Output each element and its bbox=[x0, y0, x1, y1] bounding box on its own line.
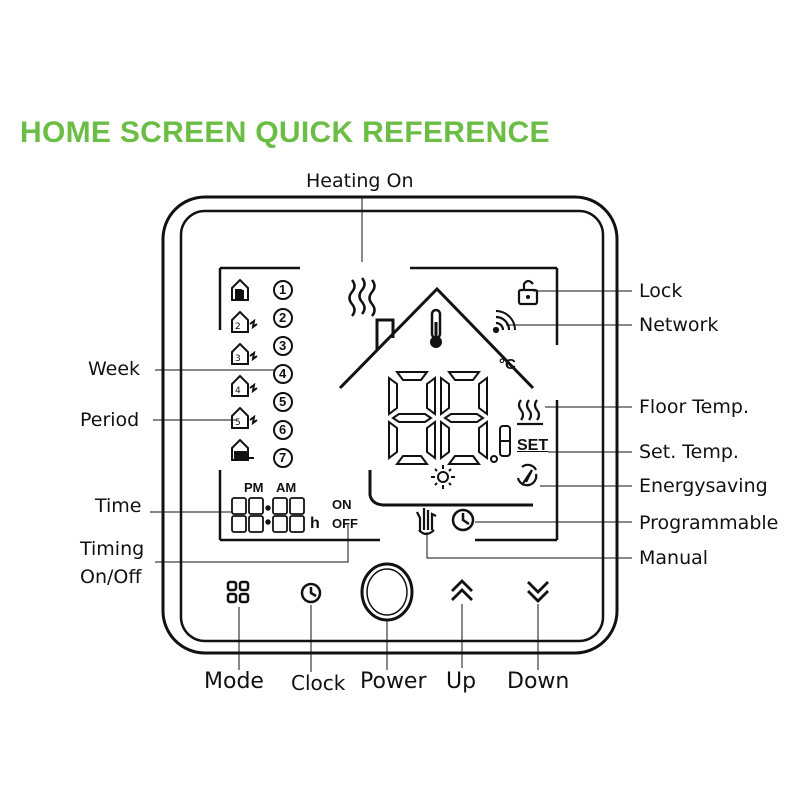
network-icon bbox=[492, 310, 516, 334]
period-number-6: 6 bbox=[279, 422, 287, 437]
svg-text:5: 5 bbox=[235, 418, 241, 428]
svg-text:4: 4 bbox=[235, 386, 241, 396]
label-timing-line2: On/Off bbox=[80, 566, 142, 588]
house-outline-icon bbox=[338, 286, 535, 507]
device-inner-frame bbox=[179, 209, 605, 643]
programmable-clock-icon bbox=[451, 508, 475, 532]
temperature-digits bbox=[388, 371, 511, 465]
label-floor-temp: Floor Temp. bbox=[639, 396, 749, 418]
label-network: Network bbox=[639, 314, 719, 336]
device-outer-frame bbox=[161, 195, 619, 655]
label-manual: Manual bbox=[639, 547, 709, 569]
time-digits bbox=[231, 497, 305, 533]
period-icons: 2 3 4 5 bbox=[231, 278, 258, 461]
period-number-4: 4 bbox=[279, 366, 287, 381]
period-number-1: 1 bbox=[279, 282, 287, 297]
period-number-5: 5 bbox=[279, 394, 287, 409]
down-button[interactable] bbox=[527, 581, 549, 603]
am-indicator: AM bbox=[276, 480, 297, 495]
label-energysaving: Energysaving bbox=[639, 475, 768, 497]
label-week: Week bbox=[88, 358, 141, 380]
up-button[interactable] bbox=[451, 579, 473, 601]
timing-off-indicator: OFF bbox=[332, 516, 358, 531]
thermometer-icon bbox=[430, 308, 442, 348]
label-up: Up bbox=[446, 669, 477, 694]
label-period: Period bbox=[80, 409, 140, 431]
svg-text:3: 3 bbox=[235, 354, 241, 364]
mode-button[interactable] bbox=[226, 580, 250, 604]
timing-on-indicator: ON bbox=[332, 497, 352, 512]
floor-heat-icon bbox=[517, 399, 543, 426]
label-lock: Lock bbox=[639, 280, 683, 302]
period-number-7: 7 bbox=[279, 450, 287, 465]
chimney-icon bbox=[375, 318, 395, 350]
pm-indicator: PM bbox=[244, 480, 264, 495]
set-badge: SET bbox=[517, 437, 549, 454]
label-power: Power bbox=[360, 669, 427, 694]
energysaving-icon bbox=[516, 463, 538, 487]
lock-icon bbox=[517, 279, 539, 306]
label-down: Down bbox=[507, 669, 570, 694]
label-programmable: Programmable bbox=[639, 512, 779, 534]
power-button[interactable] bbox=[360, 562, 414, 622]
sun-icon bbox=[431, 465, 455, 489]
degree-c-unit: °C bbox=[499, 356, 516, 373]
callout-lines bbox=[150, 198, 632, 672]
heating-waves-icon bbox=[348, 277, 376, 317]
label-heating-on: Heating On bbox=[306, 170, 414, 192]
label-mode: Mode bbox=[204, 669, 264, 694]
label-clock: Clock bbox=[291, 671, 346, 695]
label-timing-line1: Timing bbox=[80, 538, 145, 560]
clock-button[interactable] bbox=[300, 582, 322, 604]
period-number-circles bbox=[273, 280, 293, 468]
label-time: Time bbox=[95, 495, 142, 517]
manual-hand-icon bbox=[416, 508, 437, 536]
period-number-2: 2 bbox=[279, 310, 287, 325]
hour-unit: h bbox=[310, 515, 320, 532]
page-title: HOME SCREEN QUICK REFERENCE bbox=[20, 116, 550, 149]
lcd-border bbox=[218, 266, 559, 542]
label-set-temp: Set. Temp. bbox=[639, 441, 739, 463]
period-number-3: 3 bbox=[279, 338, 287, 353]
svg-text:2: 2 bbox=[235, 322, 241, 332]
